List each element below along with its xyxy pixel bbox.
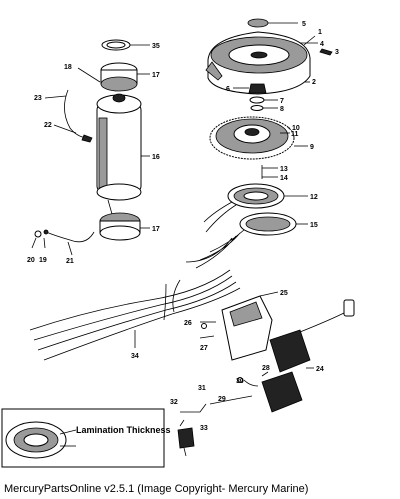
callout-26: 26 bbox=[184, 320, 192, 327]
part-harness bbox=[29, 269, 241, 361]
part-starter-motor bbox=[96, 93, 150, 201]
callout-31: 31 bbox=[198, 385, 206, 392]
part-bracket-screws bbox=[199, 321, 216, 339]
callout-22: 22 bbox=[44, 122, 52, 129]
callout-13: 13 bbox=[280, 166, 288, 173]
callout-20: 20 bbox=[27, 257, 35, 264]
parts-diagram: Lamination Thickness 1 2 3 4 5 6 7 8 9 1… bbox=[1, 18, 355, 468]
callout-35: 35 bbox=[152, 43, 160, 50]
callout-14: 14 bbox=[280, 175, 288, 182]
callout-12: 12 bbox=[310, 194, 318, 201]
callout-3: 3 bbox=[335, 49, 339, 56]
part-stator bbox=[203, 183, 308, 233]
part-power-pack bbox=[269, 299, 355, 373]
callout-28: 28 bbox=[262, 365, 270, 372]
callout-27: 27 bbox=[200, 345, 208, 352]
callout-32: 32 bbox=[170, 399, 178, 406]
callout-21: 21 bbox=[66, 258, 74, 265]
part-coil-wires bbox=[209, 377, 259, 405]
inset-label: Lamination Thickness bbox=[76, 425, 171, 435]
callout-2: 2 bbox=[312, 79, 316, 86]
callout-15: 15 bbox=[310, 222, 318, 229]
part-starter-cap-top bbox=[77, 62, 150, 92]
callout-29: 29 bbox=[218, 396, 226, 403]
callout-8: 8 bbox=[280, 106, 284, 113]
callout-9: 9 bbox=[310, 144, 314, 151]
part-ring bbox=[101, 39, 150, 51]
part-spark-plug-lead bbox=[177, 403, 207, 457]
callout-34: 34 bbox=[131, 353, 139, 360]
callout-17-bottom: 17 bbox=[152, 226, 160, 233]
callout-17-top: 17 bbox=[152, 72, 160, 79]
callout-11: 11 bbox=[291, 131, 299, 138]
part-screws bbox=[261, 165, 278, 179]
callout-7: 7 bbox=[280, 98, 284, 105]
callouts: 1 2 3 4 5 6 7 8 9 10 11 12 13 14 15 16 1… bbox=[27, 21, 339, 432]
part-nut-washer bbox=[233, 83, 278, 111]
part-cable-upper bbox=[44, 89, 93, 143]
callout-24: 24 bbox=[316, 366, 324, 373]
callout-18: 18 bbox=[64, 64, 72, 71]
part-flywheel bbox=[209, 116, 308, 160]
part-starter-cap-bottom bbox=[99, 199, 150, 241]
callout-23: 23 bbox=[34, 95, 42, 102]
callout-25: 25 bbox=[280, 290, 288, 297]
part-coil bbox=[185, 212, 308, 269]
part-flywheel-cover bbox=[205, 31, 333, 95]
callout-6: 6 bbox=[226, 86, 230, 93]
part-cap bbox=[247, 18, 298, 28]
callout-5: 5 bbox=[302, 21, 306, 28]
part-cable-lower bbox=[31, 229, 95, 256]
inset-lamination: Lamination Thickness bbox=[1, 408, 171, 468]
callout-33: 33 bbox=[200, 425, 208, 432]
callout-1: 1 bbox=[318, 29, 322, 36]
copyright-footer: MercuryPartsOnline v2.5.1 (Image Copyrig… bbox=[4, 483, 309, 495]
callout-19: 19 bbox=[39, 257, 47, 264]
part-bracket bbox=[221, 291, 279, 361]
callout-4: 4 bbox=[320, 41, 324, 48]
part-ignition-coil bbox=[261, 371, 303, 413]
callout-10: 10 bbox=[292, 125, 300, 132]
callout-30: 30 bbox=[236, 378, 244, 385]
callout-16: 16 bbox=[152, 154, 160, 161]
